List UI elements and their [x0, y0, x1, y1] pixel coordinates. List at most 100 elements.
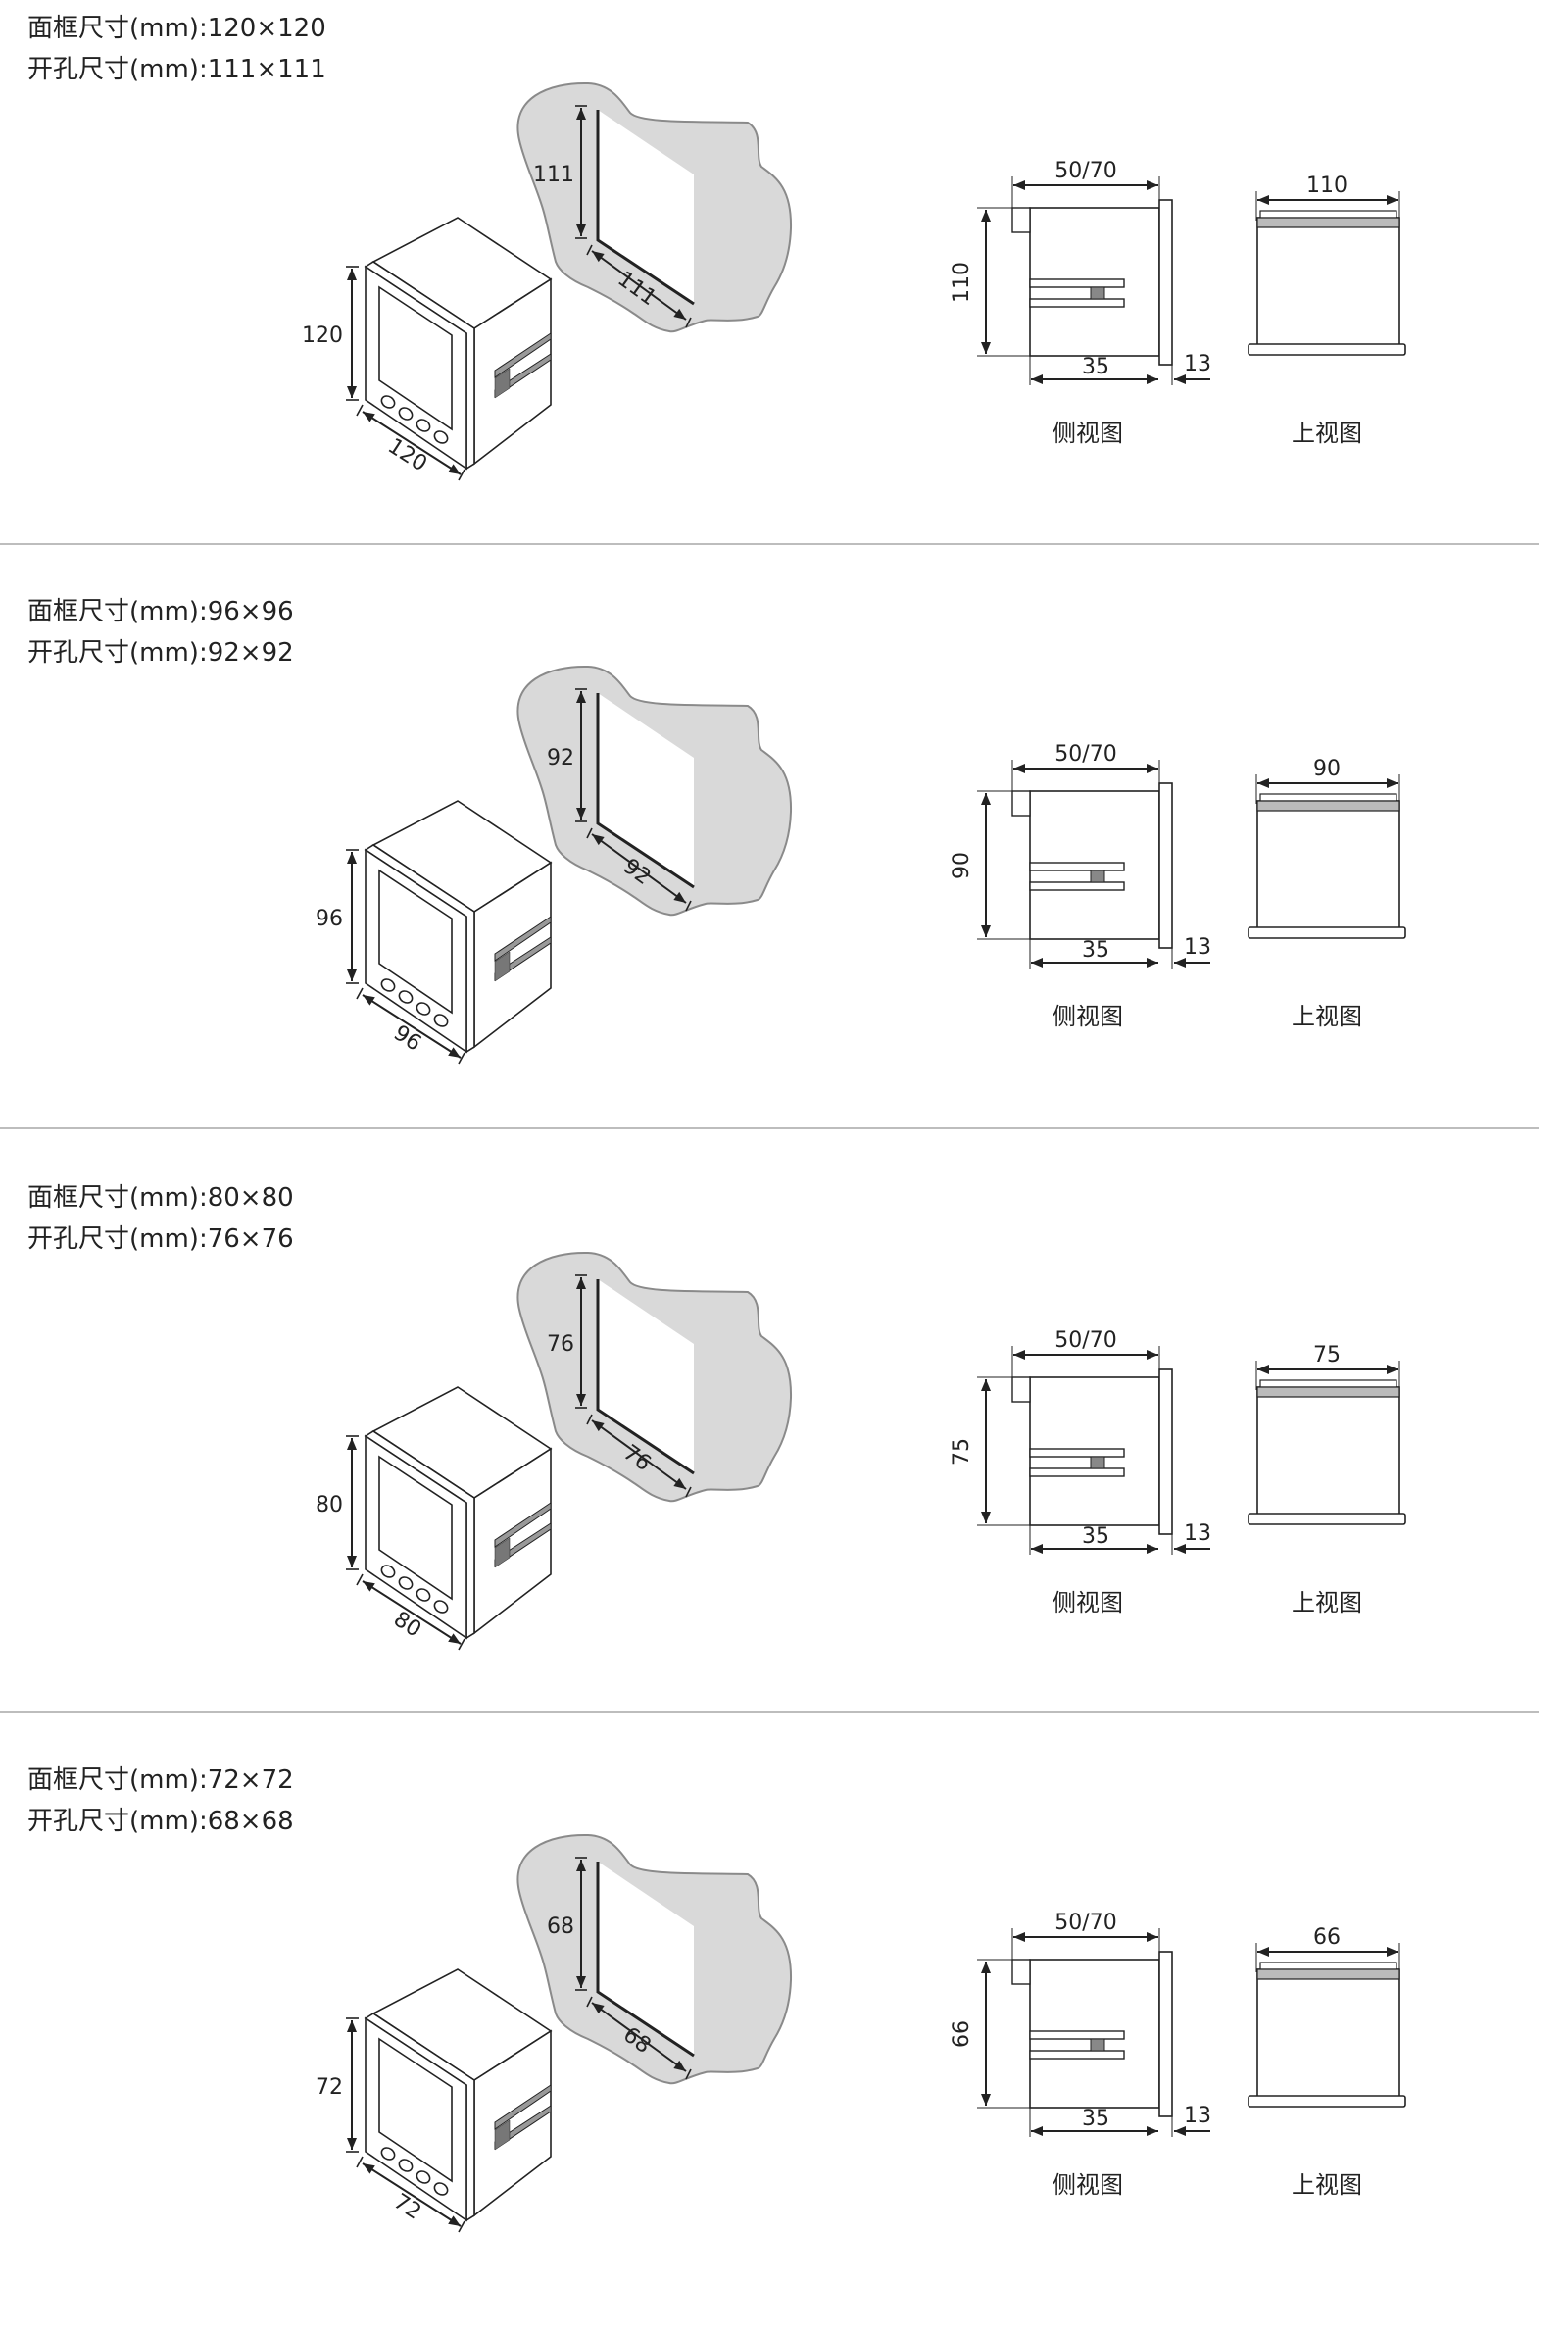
button-icon [398, 1576, 414, 1590]
top-width-dimension [1257, 1365, 1398, 1374]
side-depth-dimension [1013, 1350, 1158, 1360]
front-width-dimension [362, 2162, 462, 2227]
display-screen [378, 869, 453, 1015]
cutout-height-label: 111 [533, 163, 574, 187]
side-body-dimension [1031, 1544, 1158, 1554]
side-front-dimension [1174, 2126, 1210, 2136]
frame-size-line: 面框尺寸(mm):120×120 [27, 8, 326, 49]
section-divider [0, 1711, 1539, 1713]
side-front-dimension [1174, 958, 1210, 968]
front-height-dimension [347, 1438, 357, 1567]
front-width-label: 96 [389, 1020, 425, 1056]
top-width-label: 75 [1313, 1343, 1341, 1367]
button-icon [380, 2147, 396, 2161]
side-height-dimension [981, 793, 991, 937]
side-height-dimension [981, 1379, 991, 1523]
top-width-label: 66 [1313, 1925, 1341, 1950]
frame-size-label: 面框尺寸(mm): [27, 597, 208, 626]
button-icon [433, 1014, 449, 1027]
frame-size-line: 面框尺寸(mm):96×96 [27, 591, 294, 632]
front-height-label: 96 [316, 907, 343, 931]
button-icon [398, 407, 414, 421]
top-view-drawing: 66 上视图 [1248, 1925, 1406, 2199]
side-body-label: 35 [1082, 938, 1109, 963]
side-depth-dimension [1013, 764, 1158, 773]
side-depth-label: 50/70 [1054, 1328, 1116, 1353]
side-depth-dimension [1013, 1932, 1158, 1942]
cutout-size-line: 开孔尺寸(mm):92×92 [27, 632, 294, 673]
top-width-dimension [1257, 778, 1398, 788]
button-icon [398, 990, 414, 1004]
button-icon [416, 1002, 431, 1016]
side-front-label: 13 [1184, 2104, 1211, 2128]
side-view-caption: 侧视图 [1053, 1589, 1123, 1616]
button-icon [416, 2170, 431, 2184]
button-icon [433, 2182, 449, 2196]
cutout-height-label: 76 [547, 1332, 574, 1357]
side-view-drawing: 50/70 75 35 13 侧视图 [950, 1328, 1211, 1616]
cutout-size-label: 开孔尺寸(mm): [27, 1807, 208, 1836]
front-width-label: 80 [389, 1607, 425, 1642]
cutout-width-dimension [591, 833, 687, 904]
cutout-height-label: 92 [547, 746, 574, 770]
cutout-size-line: 开孔尺寸(mm):111×111 [27, 49, 326, 90]
front-width-dimension [362, 411, 462, 475]
top-width-dimension [1257, 1947, 1398, 1957]
front-height-dimension [347, 852, 357, 981]
top-view-caption: 上视图 [1292, 1589, 1362, 1616]
front-width-label: 72 [389, 2189, 425, 2224]
top-width-label: 90 [1313, 757, 1341, 781]
meter-isometric-drawing: 96 96 [316, 800, 553, 1065]
side-height-dimension [981, 210, 991, 354]
cutout-width-dimension [591, 250, 687, 321]
front-height-dimension [347, 269, 357, 398]
side-view-caption: 侧视图 [1053, 420, 1123, 447]
cutout-height-label: 68 [547, 1914, 574, 1939]
button-icon [416, 419, 431, 432]
top-view-caption: 上视图 [1292, 2171, 1362, 2199]
side-front-label: 13 [1184, 1521, 1211, 1546]
cutout-size-label: 开孔尺寸(mm): [27, 638, 208, 668]
side-body-label: 35 [1082, 1524, 1109, 1549]
cutout-size-line: 开孔尺寸(mm):68×68 [27, 1801, 294, 1842]
frame-size-value: 96×96 [207, 597, 294, 626]
cutout-width-dimension [591, 1419, 687, 1490]
top-width-dimension [1257, 195, 1398, 205]
side-front-label: 13 [1184, 352, 1211, 376]
display-screen [378, 2037, 453, 2183]
cutout-size-value: 76×76 [207, 1224, 294, 1254]
side-view-caption: 侧视图 [1053, 1003, 1123, 1030]
side-body-label: 35 [1082, 355, 1109, 379]
cutout-size-value: 92×92 [207, 638, 294, 668]
button-icon [398, 2159, 414, 2172]
side-height-label: 75 [950, 1438, 974, 1466]
cutout-width-dimension [591, 2002, 687, 2072]
cutout-size-label: 开孔尺寸(mm): [27, 1224, 208, 1254]
cutout-height-dimension [576, 691, 586, 820]
section-divider [0, 543, 1539, 545]
top-view-caption: 上视图 [1292, 1003, 1362, 1030]
top-width-label: 110 [1306, 174, 1348, 198]
front-bezel [1158, 1368, 1173, 1535]
frame-size-line: 面框尺寸(mm):80×80 [27, 1177, 294, 1218]
side-body-dimension [1031, 374, 1158, 384]
frame-size-value: 120×120 [207, 14, 326, 43]
side-front-dimension [1174, 1544, 1210, 1554]
frame-size-label: 面框尺寸(mm): [27, 14, 208, 43]
cutout-size-value: 68×68 [207, 1807, 294, 1836]
side-depth-dimension [1013, 180, 1158, 190]
side-depth-label: 50/70 [1054, 742, 1116, 767]
frame-size-label: 面框尺寸(mm): [27, 1183, 208, 1213]
